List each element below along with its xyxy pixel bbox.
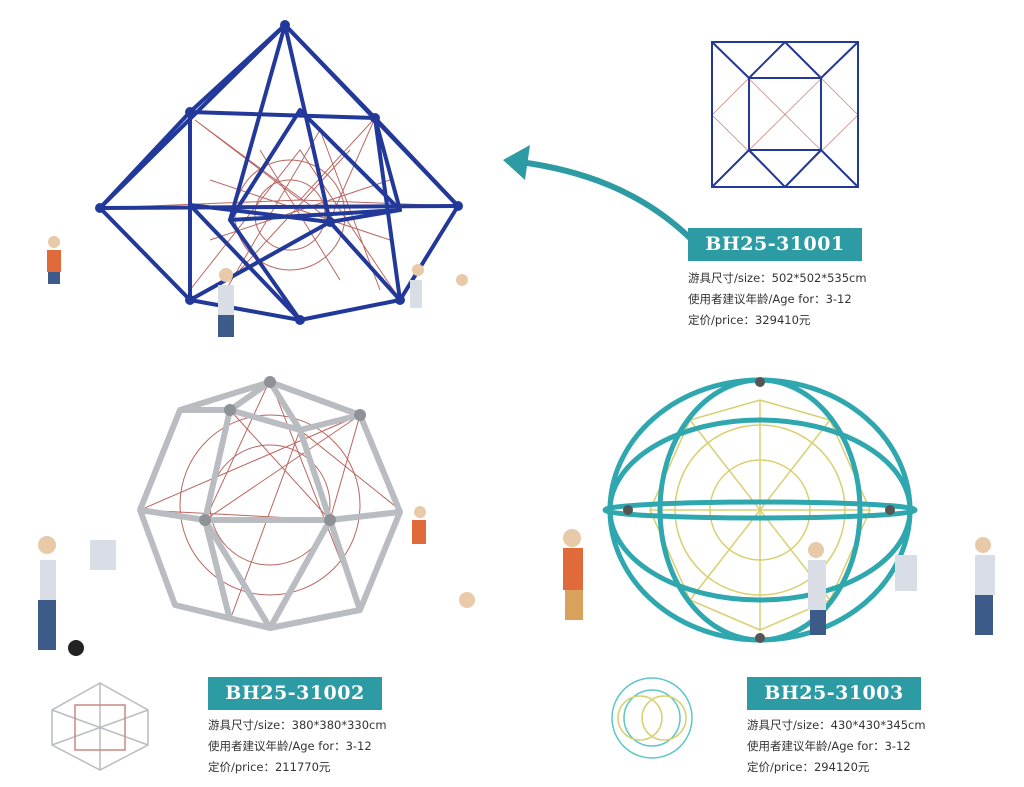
product-code-badge: BH25-31001 [688,228,862,261]
product-3-structure-image [602,377,918,643]
product-age: 使用者建议年龄/Age for：3-12 [208,739,372,753]
product-3-specs: 游具尺寸/size：430*430*345cm 使用者建议年龄/Age for：… [747,715,926,778]
product-price: 定价/price：211770元 [208,760,331,774]
product-1-plan-view [711,41,859,188]
product-code-badge: BH25-31003 [747,677,921,710]
product-age: 使用者建议年龄/Age for：3-12 [747,739,911,753]
product-age: 使用者建议年龄/Age for：3-12 [688,292,852,306]
product-code-badge: BH25-31002 [208,677,382,710]
product-1-specs: 游具尺寸/size：502*502*535cm 使用者建议年龄/Age for：… [688,268,867,331]
product-size: 游具尺寸/size：430*430*345cm [747,718,926,732]
product-price: 定价/price：294120元 [747,760,870,774]
child-figures [38,236,995,656]
arrow-icon [503,145,693,241]
product-1-structure-image [95,20,463,325]
product-size: 游具尺寸/size：380*380*330cm [208,718,387,732]
product-price: 定价/price：329410元 [688,313,811,327]
product-2-structure-image [137,376,403,631]
product-2-plan-view [51,682,149,771]
product-2-specs: 游具尺寸/size：380*380*330cm 使用者建议年龄/Age for：… [208,715,387,778]
product-size: 游具尺寸/size：502*502*535cm [688,271,867,285]
product-3-plan-view [611,677,693,759]
